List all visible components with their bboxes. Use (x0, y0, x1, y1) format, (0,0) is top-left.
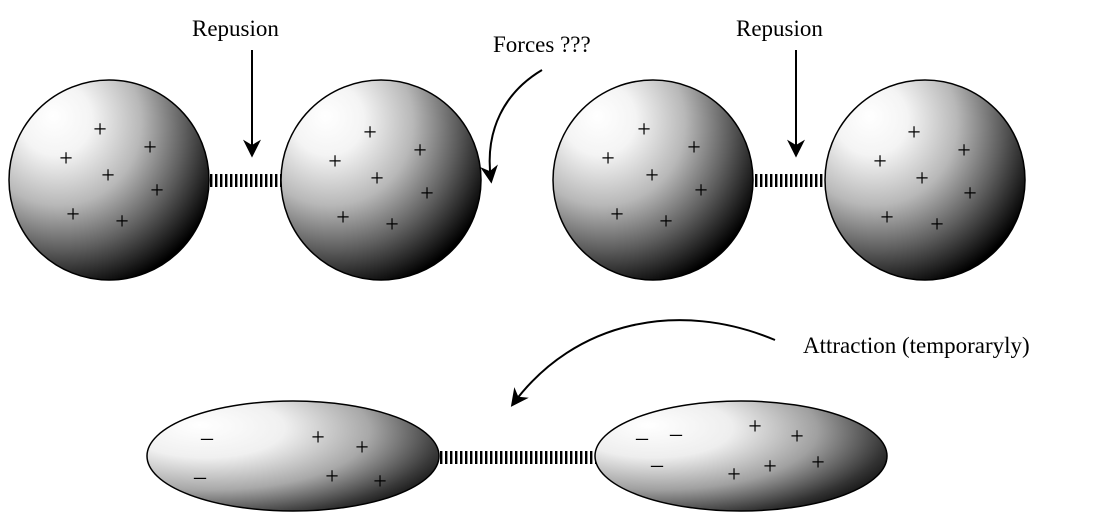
plus-sign: + (748, 414, 762, 440)
plus-sign: + (93, 117, 107, 143)
plus-sign: + (601, 146, 615, 172)
plus-sign: + (420, 181, 434, 207)
repulsion-label-left: Repusion (192, 16, 279, 41)
plus-sign: + (880, 205, 894, 231)
plus-sign: + (101, 163, 115, 189)
forces-label: Forces ??? (493, 32, 591, 57)
plus-sign: + (957, 138, 971, 164)
plus-sign: + (930, 212, 944, 238)
plus-sign: + (915, 166, 929, 192)
plus-sign: + (610, 202, 624, 228)
plus-sign: + (355, 435, 369, 461)
plus-sign: + (325, 464, 339, 490)
attraction-label: Attraction (temporaryly) (803, 333, 1030, 358)
bond-bottom (437, 451, 599, 464)
plus-sign: + (413, 138, 427, 164)
plus-sign: + (637, 117, 651, 143)
plus-sign: + (907, 120, 921, 146)
bond-top-left (206, 174, 283, 187)
bond-top-right (752, 174, 829, 187)
attraction-arrow (510, 319, 776, 407)
ellipse-bottom-left (146, 400, 440, 512)
plus-sign: + (790, 424, 804, 450)
plus-sign: + (385, 212, 399, 238)
sphere-top-1 (8, 79, 210, 281)
ellipse-bottom-right (594, 400, 888, 512)
plus-sign: + (963, 181, 977, 207)
repulsion-label-right: Repusion (736, 16, 823, 41)
minus-sign: – (669, 421, 683, 447)
plus-sign: + (328, 149, 342, 175)
sphere-2-charges: + + + + + + + (328, 120, 434, 238)
plus-sign: + (363, 120, 377, 146)
plus-sign: + (687, 135, 701, 161)
plus-sign: + (336, 205, 350, 231)
plus-sign: + (811, 450, 825, 476)
sphere-top-3 (552, 79, 754, 281)
sphere-1-charges: + + + + + + + (59, 117, 164, 235)
minus-sign: – (200, 425, 214, 451)
plus-sign: + (659, 209, 673, 235)
plus-sign: + (59, 146, 73, 172)
plus-sign: + (694, 178, 708, 204)
ellipse-right-charges: – – – + + + + + (635, 414, 825, 488)
minus-sign: – (193, 464, 207, 490)
plus-sign: + (370, 166, 384, 192)
plus-sign: + (873, 149, 887, 175)
plus-sign: + (645, 163, 659, 189)
sphere-3-charges: + + + + + + + (601, 117, 708, 235)
ellipse-left-charges: – – + + + + (193, 425, 387, 495)
plus-sign: + (115, 209, 129, 235)
plus-sign: + (373, 469, 387, 495)
plus-sign: + (727, 462, 741, 488)
forces-arrow (480, 69, 543, 184)
plus-sign: + (311, 425, 325, 451)
plus-sign: + (150, 178, 164, 204)
plus-sign: + (66, 202, 80, 228)
sphere-top-4 (824, 79, 1026, 281)
sphere-4-charges: + + + + + + + (873, 120, 977, 238)
minus-sign: – (635, 425, 649, 451)
plus-sign: + (763, 454, 777, 480)
plus-sign: + (143, 135, 157, 161)
minus-sign: – (650, 452, 664, 478)
